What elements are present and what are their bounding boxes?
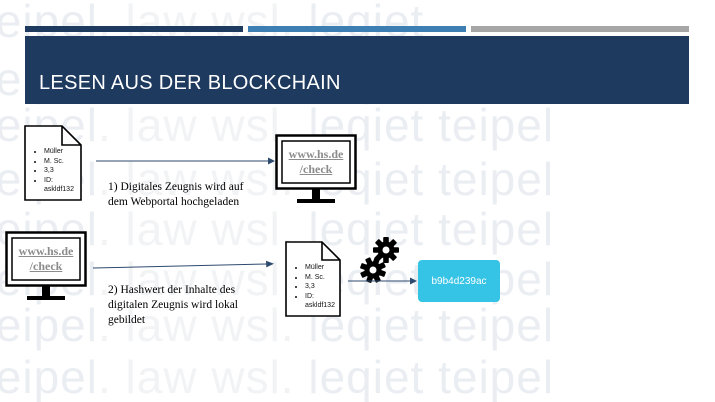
document-icon: [24, 125, 82, 201]
step-2-line: digitalen Zeugnis wird lokal: [108, 299, 238, 311]
portal-url-link[interactable]: www.hs.de /check: [288, 147, 344, 176]
step-2-line: gebildet: [108, 314, 146, 326]
arrow-icon: [93, 260, 274, 269]
step-2-line: 2) Hashwert der Inhalte des: [108, 284, 236, 296]
monitor-icon: [275, 134, 357, 203]
arrow-icon: [96, 157, 275, 165]
step-1-line: 1) Digitales Zeugnis wird auf: [108, 181, 244, 193]
document-field-list: Müller M. Sc. 3,3 ID: askldf132: [293, 263, 341, 311]
header-stripe-blue: [248, 26, 466, 32]
document-icon: [285, 241, 341, 317]
certificate-document-1: Müller M. Sc. 3,3 ID: askldf132: [24, 125, 82, 201]
hash-value-box: b9b4d239ac: [418, 260, 500, 302]
header-stripe-dark: [25, 26, 243, 32]
document-field: ID: askldf132: [44, 176, 82, 195]
portal-url-link[interactable]: www.hs.de /check: [18, 244, 74, 273]
watermark-row: teipel. law wsl. leqiet teipel: [0, 351, 555, 402]
document-field: ID: askldf132: [305, 292, 341, 311]
document-field-list: Müller M. Sc. 3,3 ID: askldf132: [32, 147, 82, 195]
document-field: 3,3: [44, 166, 82, 176]
document-field: 3,3: [305, 282, 341, 292]
document-field: Müller: [44, 147, 82, 157]
watermark-row: teipel. law wsl. leqiet teipel: [0, 299, 555, 351]
step-1-line: dem Webportal hochgeladen: [108, 196, 240, 208]
web-portal-monitor-2: www.hs.de /check: [5, 231, 87, 303]
header-stripe-gray: [471, 26, 689, 32]
certificate-document-2: Müller M. Sc. 3,3 ID: askldf132: [285, 241, 341, 317]
watermark-row: teipel. law wsl. leqiet teipel: [0, 203, 555, 255]
watermark-row: teipel. law wsl. leqiet teipel: [0, 99, 555, 151]
document-field: Müller: [305, 263, 341, 273]
monitor-icon: [5, 231, 87, 300]
document-field: M. Sc.: [44, 157, 82, 167]
document-field: M. Sc.: [305, 273, 341, 283]
title-bar: LESEN AUS DER BLOCKCHAIN: [25, 36, 689, 104]
arrow-icon: [348, 277, 417, 285]
step-1-description: 1) Digitales Zeugnis wird auf dem Webpor…: [108, 180, 243, 210]
gear-icon: [360, 257, 386, 283]
web-portal-monitor-1: www.hs.de /check: [275, 134, 357, 206]
step-2-description: 2) Hashwert der Inhalte des digitalen Ze…: [108, 283, 238, 328]
gear-icon: [373, 237, 399, 263]
slide-title: LESEN AUS DER BLOCKCHAIN: [39, 72, 341, 94]
